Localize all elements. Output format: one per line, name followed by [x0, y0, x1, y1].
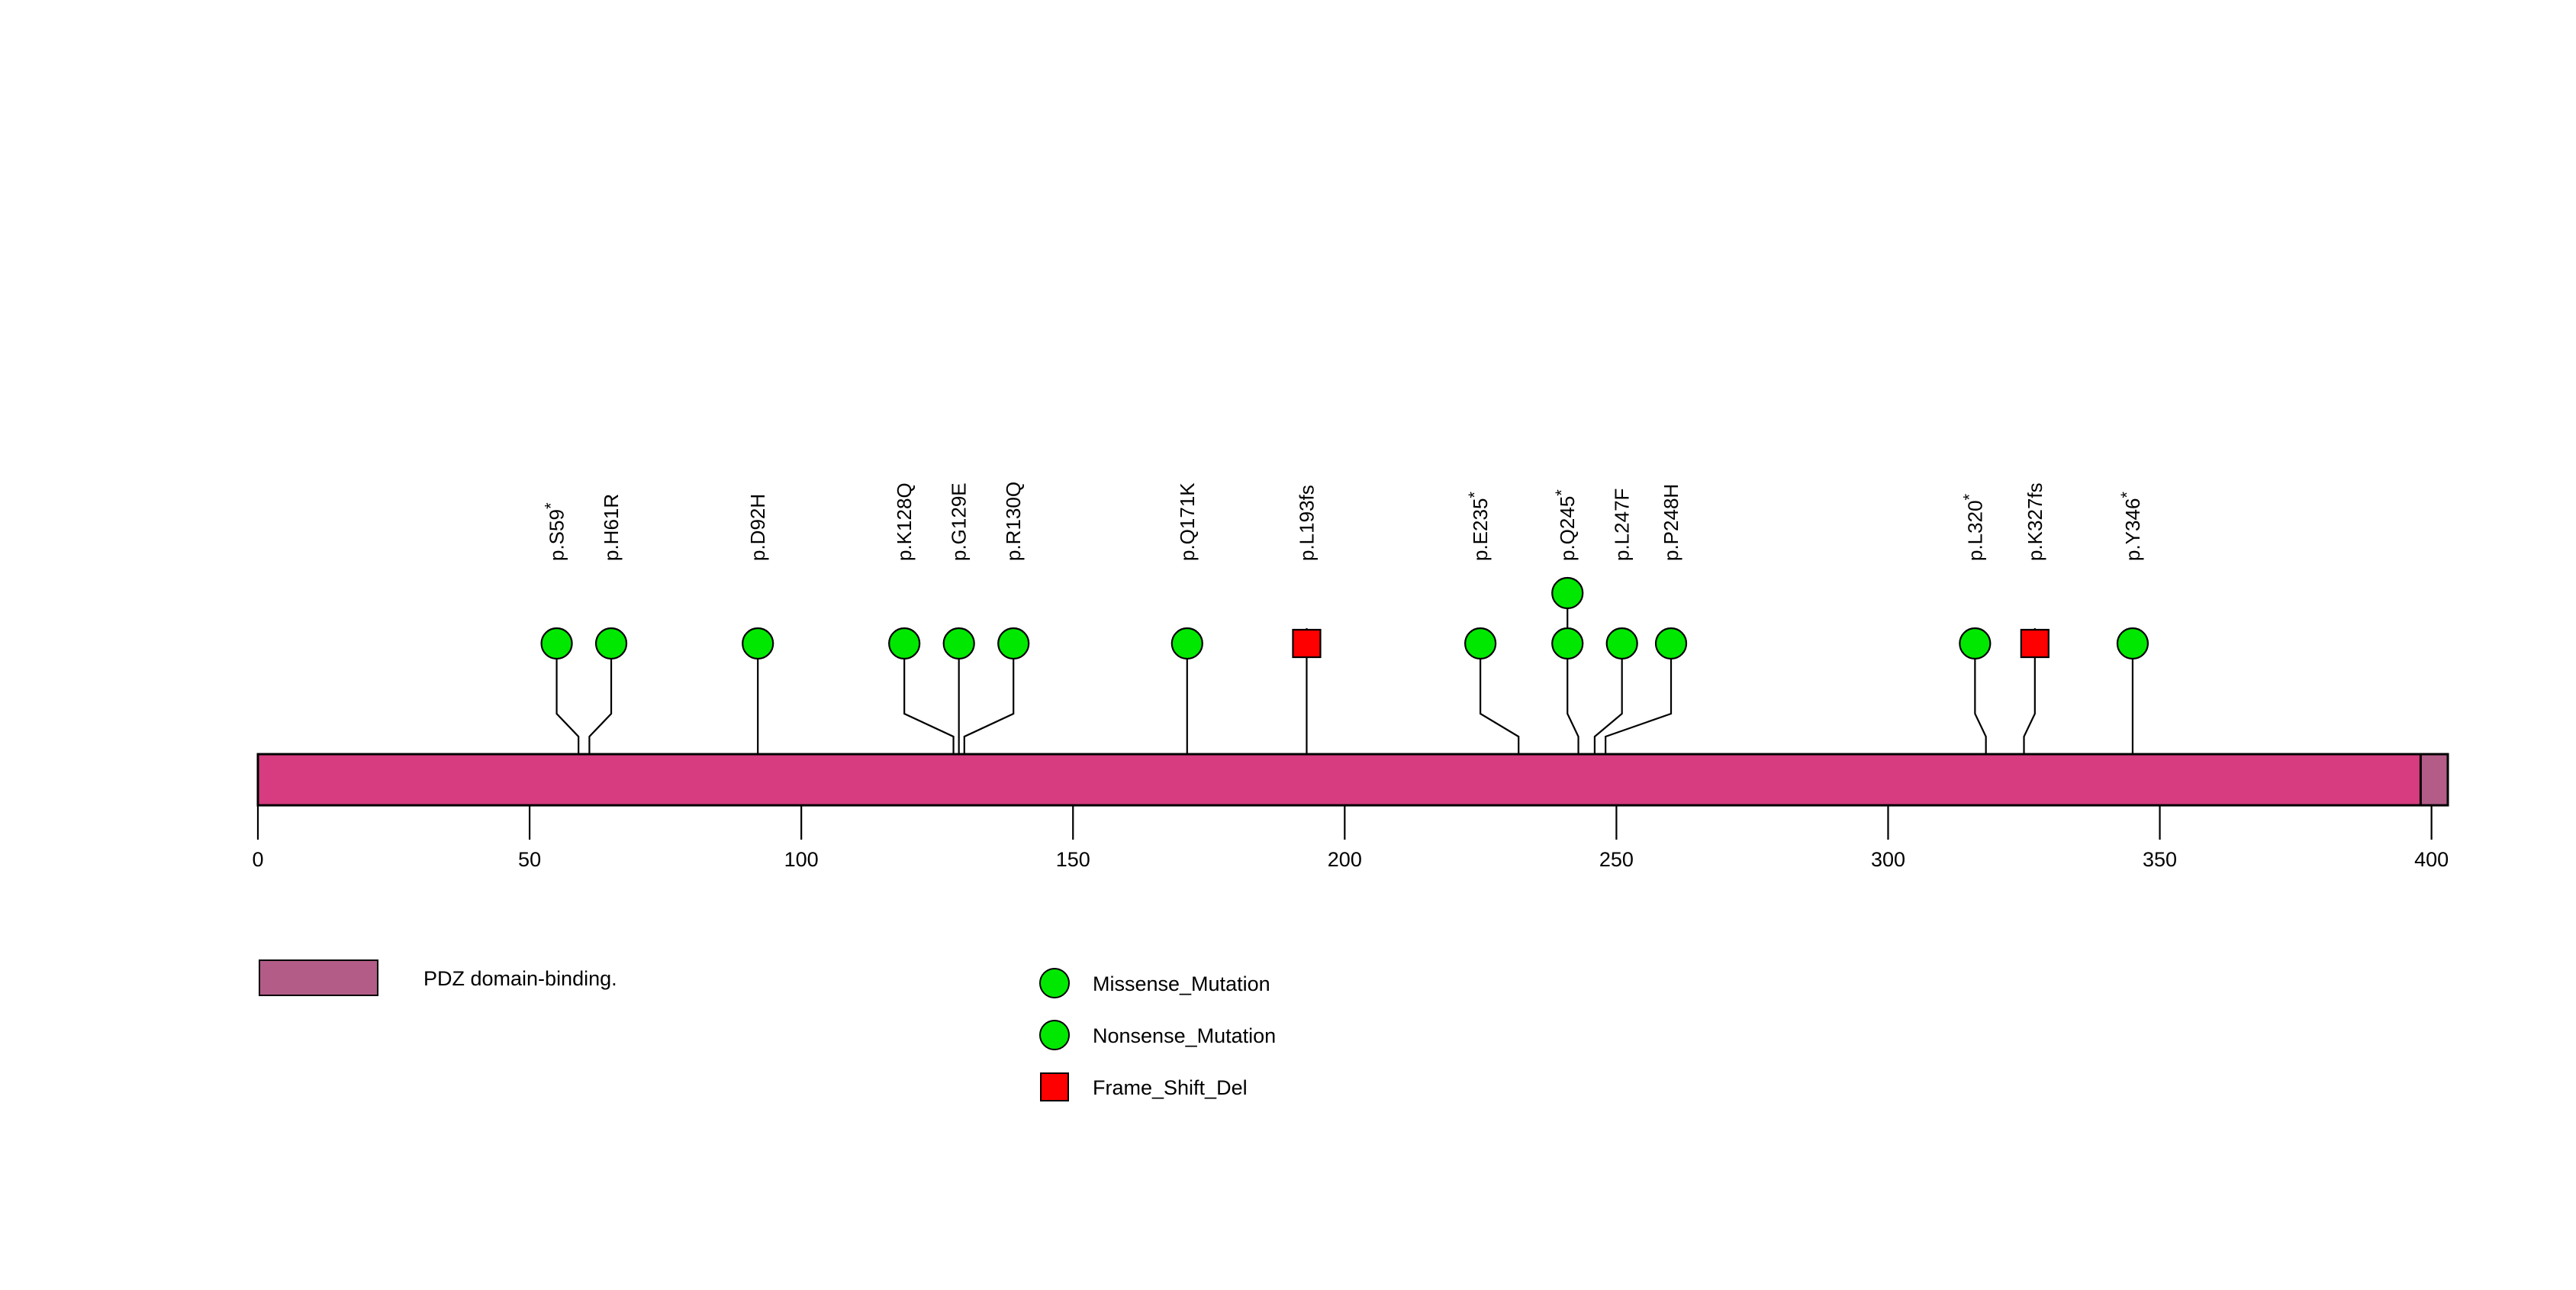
axis-tick-label: 250	[1599, 848, 1634, 871]
lollipop-marker-circle[interactable]: p.Q245* (Nonsense_Mutation)	[1551, 627, 1584, 660]
mutation-label: p.Q171K	[1176, 482, 1199, 561]
lollipop-marker-circle[interactable]: p.Q245* (Nonsense_Mutation)	[1551, 576, 1584, 610]
lollipop-marker-circle[interactable]: p.D92H (Missense_Mutation)	[742, 627, 774, 660]
lollipop-marker-circle[interactable]: p.P248H (Missense_Mutation)	[1654, 627, 1688, 660]
axis-tick-label: 300	[1871, 848, 1905, 871]
residue-axis-layer: 0 50 100 150 200 250 300 350 400	[252, 805, 2449, 871]
lollipop-marker-circle[interactable]: p.E235* (Nonsense_Mutation)	[1464, 627, 1497, 660]
mutation-labels-layer: p.S59* p.H61R p.D92H p.K128Q p.G129E p.R130Q p…	[542, 482, 2144, 561]
axis-tick-label: 150	[1056, 848, 1090, 871]
axis-tick-label: 100	[784, 848, 819, 871]
legend-domain-label: PDZ domain-binding.	[423, 967, 617, 990]
legend-marker-circle[interactable]	[1039, 1020, 1070, 1050]
mutation-label: p.K327fs	[2024, 482, 2046, 561]
mutation-label: p.L247F	[1611, 489, 1634, 561]
lollipop-markers-layer: p.S59* (Nonsense_Mutation) p.H61R (Missen…	[540, 576, 2149, 660]
mutation-label: p.L320*	[1959, 493, 1986, 561]
lollipop-marker-square[interactable]: p.K327fs (Frame_Shift_Del)	[2020, 628, 2050, 659]
axis-tick-label: 50	[518, 848, 541, 871]
lollipop-marker-circle[interactable]: p.Q171K (Missense_Mutation)	[1170, 627, 1203, 660]
legend-mutation-label: Missense_Mutation	[1093, 972, 1270, 995]
lollipop-marker-square[interactable]: p.L193fs (Frame_Shift_Del)	[1292, 628, 1322, 659]
mutation-label: p.Y346*	[2117, 492, 2144, 561]
lollipop-marker-circle[interactable]: p.G129E (Missense_Mutation)	[942, 627, 975, 660]
lollipop-marker-circle[interactable]: p.S59* (Nonsense_Mutation)	[540, 627, 573, 660]
protein-domain-layer: PDZ domain-binding.	[256, 753, 2449, 807]
axis-tick-label: 400	[2414, 848, 2449, 871]
protein-backbone-bar	[256, 753, 2449, 807]
lollipop-marker-circle[interactable]: p.H61R (Missense_Mutation)	[594, 627, 628, 660]
lollipop-marker-circle[interactable]: p.L247F (Missense_Mutation)	[1605, 627, 1638, 660]
mutation-label: p.Q245*	[1552, 489, 1579, 561]
mutation-label: p.S59*	[542, 502, 568, 561]
legend-mutation-label: Nonsense_Mutation	[1093, 1024, 1276, 1047]
lollipop-marker-circle[interactable]: p.L320* (Nonsense_Mutation)	[1959, 627, 1992, 660]
axis-tick-label: 200	[1328, 848, 1362, 871]
mutation-label: p.D92H	[746, 494, 769, 561]
protein-domain-0[interactable]: PDZ domain-binding.	[2419, 753, 2449, 807]
lollipop-marker-circle[interactable]: p.Y346* (Nonsense_Mutation)	[2116, 627, 2149, 660]
mutation-label: p.G129E	[948, 482, 971, 561]
legend-marker-circle[interactable]	[1039, 968, 1070, 998]
lollipop-marker-circle[interactable]: p.R130Q (Missense_Mutation)	[997, 627, 1030, 660]
mutation-label: p.L193fs	[1295, 485, 1318, 561]
mutation-label: p.P248H	[1660, 484, 1682, 561]
mutation-label: p.R130Q	[1002, 482, 1025, 561]
mutation-label: p.K128Q	[893, 482, 916, 561]
axis-tick-label: 0	[252, 848, 263, 871]
legend-marker-square[interactable]	[1040, 1072, 1069, 1101]
mutation-label: p.H61R	[600, 494, 623, 561]
mutation-label: p.E235*	[1465, 492, 1492, 561]
axis-tick-label: 350	[2143, 848, 2177, 871]
lollipop-marker-circle[interactable]: p.K128Q (Missense_Mutation)	[888, 627, 921, 660]
legend-layer: PDZ domain-binding. Missense_MutationNons…	[259, 959, 1276, 1101]
legend-mutation-label: Frame_Shift_Del	[1093, 1076, 1248, 1099]
legend-domain-swatch[interactable]	[259, 959, 378, 996]
